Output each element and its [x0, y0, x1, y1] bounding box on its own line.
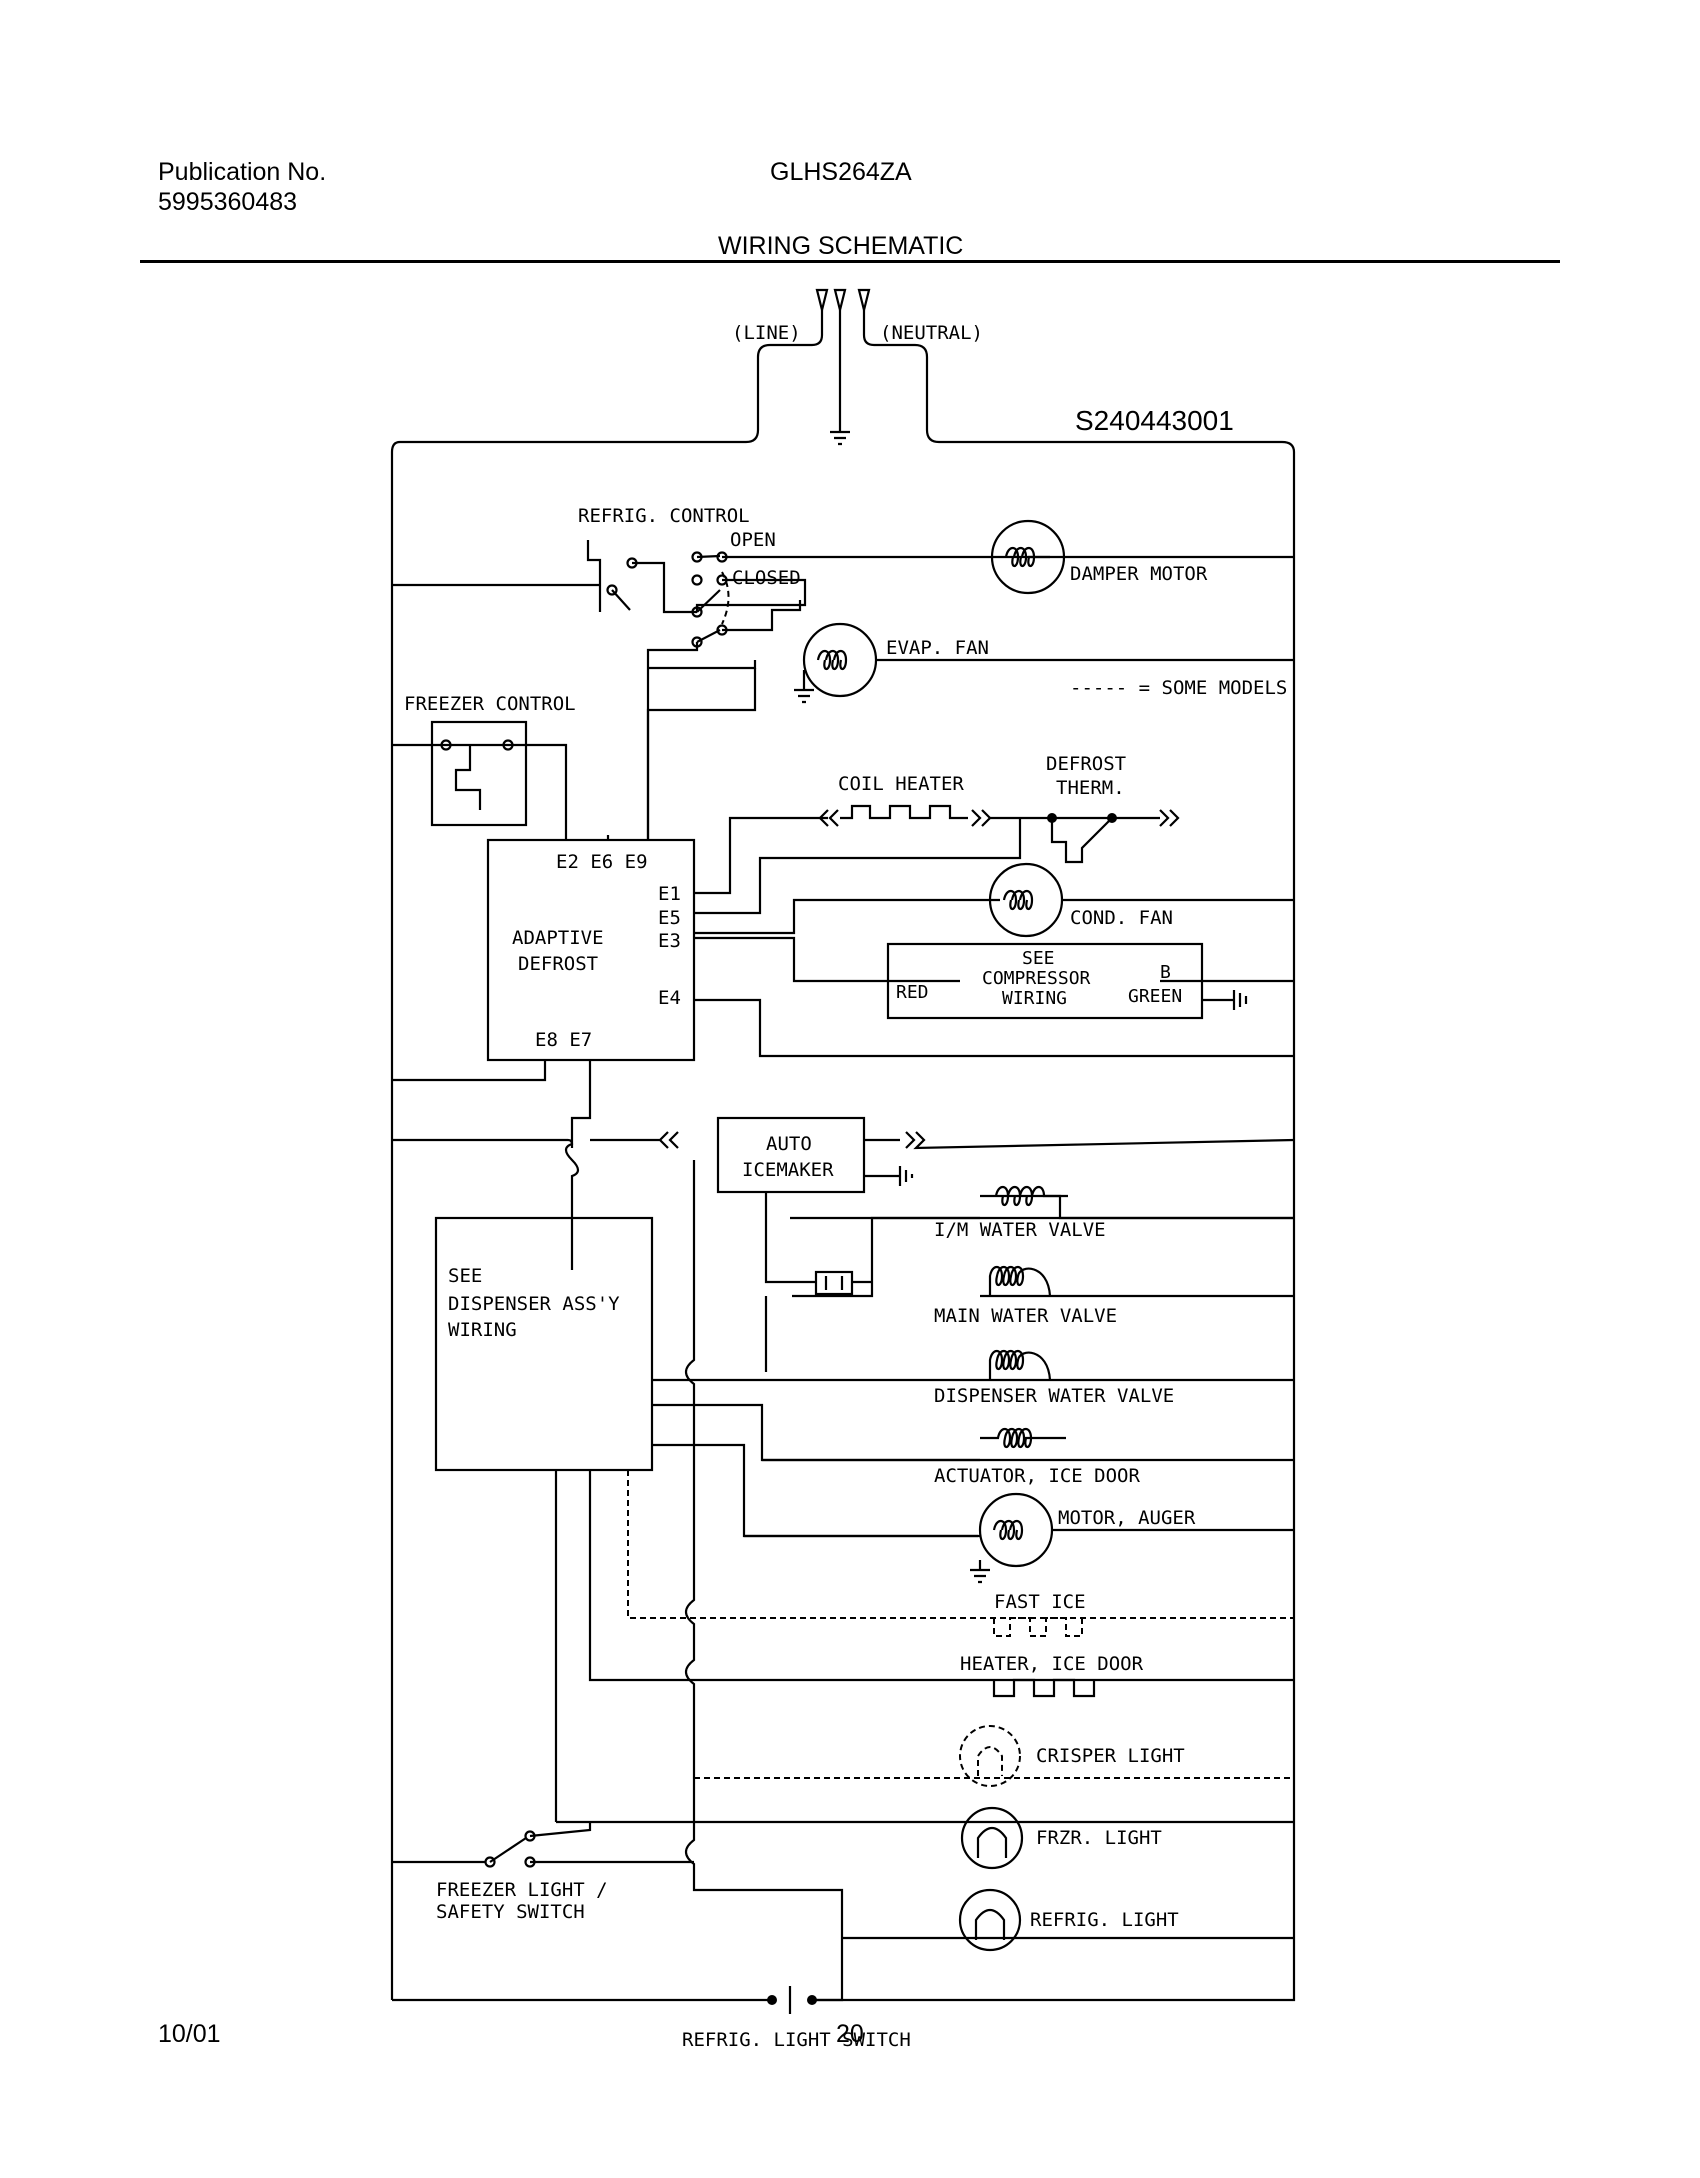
- refrig-light-switch-label: REFRIG. LIGHT SWITCH: [682, 2029, 911, 2051]
- part-number: S240443001: [1075, 405, 1234, 436]
- compressor-label-1: SEE: [1022, 948, 1055, 969]
- terminal-e5: E5: [658, 907, 681, 929]
- auto-icemaker-label-1: AUTO: [766, 1133, 812, 1155]
- compressor-b-label: B: [1160, 962, 1171, 983]
- terminal-e3: E3: [658, 930, 681, 952]
- dispenser-label-3: WIRING: [448, 1319, 517, 1341]
- title-rule: [140, 260, 1560, 263]
- model-number: GLHS264ZA: [770, 158, 912, 186]
- spine-wire: [684, 1160, 844, 1938]
- damper-motor: [990, 519, 1066, 595]
- dispenser-water-valve-label: DISPENSER WATER VALVE: [934, 1385, 1174, 1407]
- terminal-e1: E1: [658, 883, 681, 905]
- compressor-green-label: GREEN: [1128, 986, 1182, 1007]
- motor-auger-label: MOTOR, AUGER: [1058, 1507, 1196, 1529]
- refrig-control-label: REFRIG. CONTROL: [578, 505, 750, 527]
- adaptive-defrost-title-2: DEFROST: [518, 953, 598, 975]
- freezer-safety-switch: [392, 1822, 694, 1868]
- power-plug: [390, 288, 1296, 2000]
- dispenser-label-1: SEE: [448, 1265, 482, 1287]
- crisper-light: [694, 1725, 1294, 1787]
- some-models-legend: ----- = SOME MODELS: [1070, 677, 1287, 699]
- damper-motor-label: DAMPER MOTOR: [1070, 563, 1208, 585]
- freezer-control: [392, 720, 568, 840]
- actuator-ice-door: [762, 1427, 1294, 1462]
- dispenser-water-valve: [988, 1349, 1052, 1381]
- publication-label: Publication No.: [158, 158, 327, 186]
- refrig-control-open-label: OPEN: [730, 529, 776, 551]
- crisper-light-label: CRISPER LIGHT: [1036, 1745, 1185, 1767]
- freezer-control-label: FREEZER CONTROL: [404, 693, 576, 715]
- cond-fan-label: COND. FAN: [1070, 907, 1173, 929]
- defrost-therm: [694, 813, 1117, 915]
- refrig-control-closed-label: CLOSED: [732, 567, 801, 589]
- line-label: (LINE): [732, 322, 801, 344]
- auto-icemaker: [392, 1116, 1295, 1270]
- actuator-ice-door-label: ACTUATOR, ICE DOOR: [934, 1465, 1140, 1487]
- refrig-light: [842, 1888, 1294, 1952]
- page-number: 20: [836, 2020, 864, 2048]
- coil-heater: [694, 804, 1180, 895]
- adaptive-defrost-top-terminals: E2 E6 E9: [556, 851, 648, 873]
- freezer-switch-label-1: FREEZER LIGHT /: [436, 1879, 608, 1901]
- adaptive-defrost-board: [392, 668, 757, 1148]
- defrost-therm-label-2: THERM.: [1056, 777, 1125, 799]
- revision-date: 10/01: [158, 2020, 221, 2048]
- cond-fan: [694, 862, 1294, 938]
- freezer-switch-label-2: SAFETY SWITCH: [436, 1901, 585, 1923]
- refrig-light-label: REFRIG. LIGHT: [1030, 1909, 1179, 1931]
- fast-ice-heater: [993, 1617, 1083, 1637]
- frzr-light-label: FRZR. LIGHT: [1036, 1827, 1162, 1849]
- adaptive-defrost-title-1: ADAPTIVE: [512, 927, 604, 949]
- compressor-label-2: COMPRESSOR: [982, 968, 1091, 989]
- compressor-label-3: WIRING: [1002, 988, 1067, 1009]
- im-water-valve-label: I/M WATER VALVE: [934, 1219, 1106, 1241]
- im-water-valve: [790, 1185, 1294, 1220]
- publication-number: 5995360483: [158, 188, 298, 216]
- heater-ice-door: [992, 1678, 1096, 1698]
- auto-icemaker-label-2: ICEMAKER: [742, 1159, 834, 1181]
- heater-ice-door-label: HEATER, ICE DOOR: [960, 1653, 1144, 1675]
- neutral-label: (NEUTRAL): [880, 322, 983, 344]
- motor-auger: [744, 1492, 1294, 1584]
- adaptive-defrost-bottom-terminals: E8 E7: [535, 1029, 592, 1051]
- evap-fan: [648, 622, 1294, 704]
- evap-fan-label: EVAP. FAN: [886, 637, 989, 659]
- page-title: WIRING SCHEMATIC: [718, 232, 964, 260]
- refrig-light-switch: [392, 1938, 1296, 2014]
- coil-heater-label: COIL HEATER: [838, 773, 964, 795]
- e4-wire: [694, 998, 1294, 1058]
- freezer-light: [556, 1806, 1294, 1870]
- main-water-valve-label: MAIN WATER VALVE: [934, 1305, 1117, 1327]
- compressor-red-label: RED: [896, 982, 929, 1003]
- dispenser-label-2: DISPENSER ASS'Y: [448, 1293, 620, 1315]
- fast-ice-label: FAST ICE: [994, 1591, 1086, 1613]
- terminal-e4: E4: [658, 987, 681, 1009]
- compressor-box: [694, 936, 1294, 1020]
- main-water-valve: [988, 1265, 1052, 1297]
- defrost-therm-label-1: DEFROST: [1046, 753, 1126, 775]
